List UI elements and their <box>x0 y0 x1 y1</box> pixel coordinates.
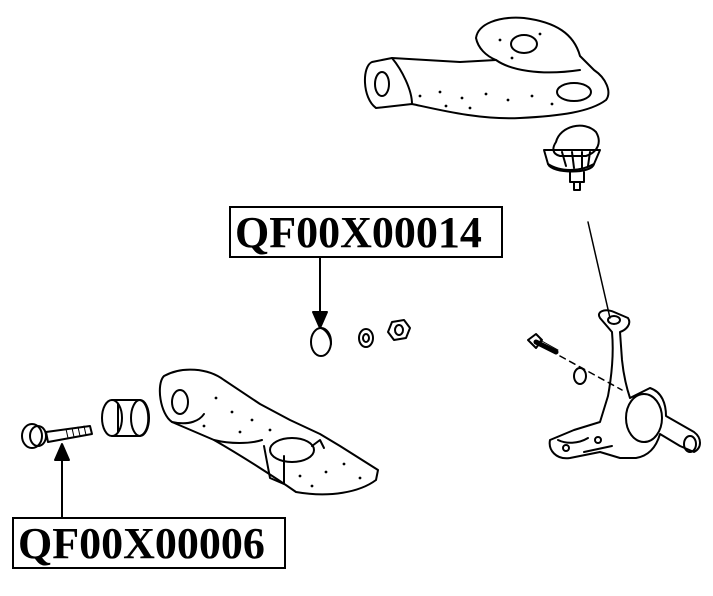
cam-washer <box>310 327 332 357</box>
lower-ball-joint-mount <box>263 437 325 485</box>
part-number-label-lower: QF00X00006 <box>12 517 286 569</box>
part-number-text: QF00X00006 <box>18 519 265 568</box>
lower-arm-bushing-hole <box>171 389 189 415</box>
upper-control-arm <box>364 16 610 120</box>
knuckle-bolt <box>527 333 559 355</box>
callout-arrow-bottom <box>54 443 70 518</box>
upper-arm-bushing-hole-rear <box>510 34 538 54</box>
lower-control-arm <box>158 368 379 496</box>
lower-arm-bolt <box>21 423 93 449</box>
callout-arrow-top <box>312 257 328 329</box>
part-number-text: QF00X00014 <box>235 208 482 257</box>
bolt-guide-line <box>559 355 623 391</box>
steering-knuckle <box>548 309 701 460</box>
part-number-label-upper: QF00X00014 <box>229 206 503 258</box>
hex-nut <box>387 319 411 341</box>
ball-joint-guide-line <box>587 221 611 319</box>
knuckle-spindle-end <box>683 435 697 453</box>
lower-arm-bushing <box>101 399 150 437</box>
knuckle-washer <box>573 367 587 385</box>
upper-arm-bushing-hole-front <box>374 71 390 97</box>
knuckle-hub-flange <box>625 393 663 443</box>
knuckle-top-eye <box>607 315 621 325</box>
upper-arm-ball-joint-seat <box>556 82 592 102</box>
lock-washer <box>358 328 374 348</box>
upper-ball-joint <box>543 124 601 191</box>
